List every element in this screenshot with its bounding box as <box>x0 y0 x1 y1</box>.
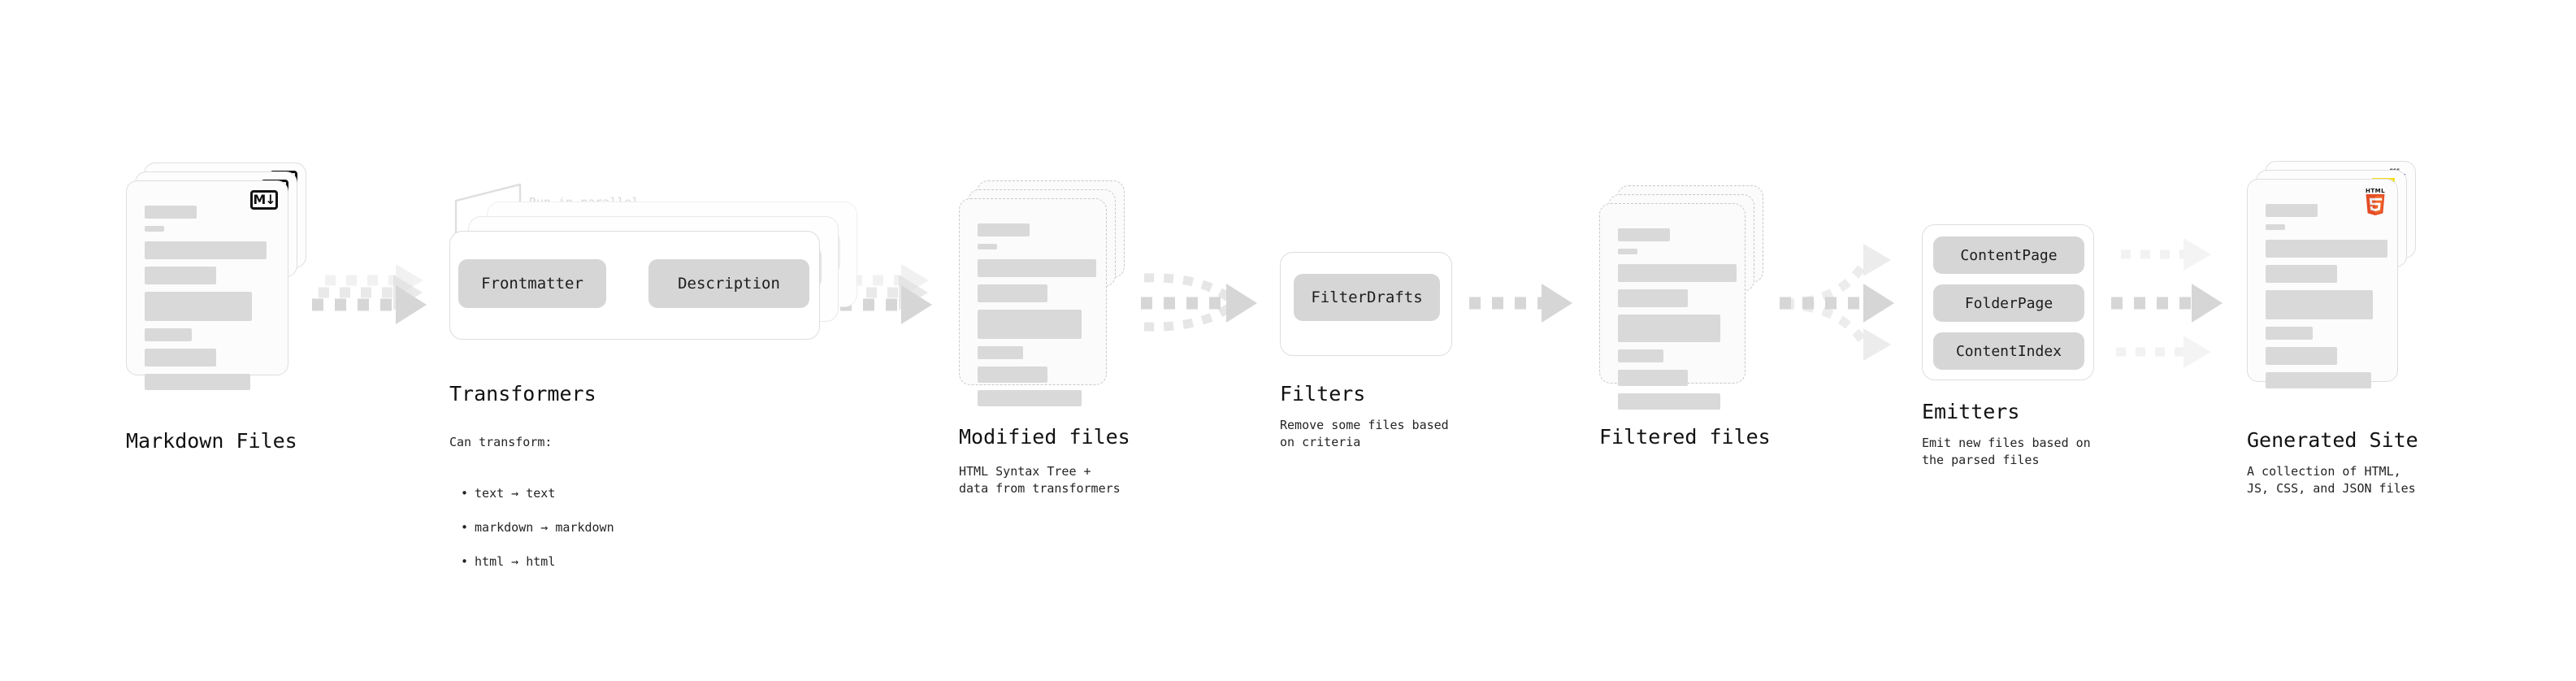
markdown-doc-lines <box>145 206 273 397</box>
filtered-files-title: Filtered files <box>1599 425 1771 449</box>
doc-line <box>2266 347 2337 365</box>
modified-doc-lines <box>978 223 1096 414</box>
pill-filterdrafts[interactable]: FilterDrafts <box>1294 274 1440 321</box>
generated-site-title: Generated Site <box>2247 428 2418 452</box>
doc-line <box>978 284 1047 302</box>
filters-group[interactable]: FilterDrafts <box>1280 252 1452 356</box>
transformers-bullet: html → html <box>461 553 614 570</box>
site-doc-lines <box>2266 204 2387 396</box>
arrow-filtered-to-emitters <box>1780 244 1894 361</box>
html5-icon: HTML <box>2363 188 2387 215</box>
doc-line <box>1618 314 1720 342</box>
markdown-files-title: Markdown Files <box>126 429 297 453</box>
doc-line <box>145 267 216 284</box>
doc-line <box>145 206 197 219</box>
doc-line <box>1618 370 1688 386</box>
pill-frontmatter[interactable]: Frontmatter <box>458 259 606 308</box>
arrow-emitters-to-site <box>2111 238 2223 368</box>
doc-line <box>1618 289 1688 307</box>
pill-description[interactable]: Description <box>648 259 809 308</box>
doc-line <box>145 349 216 367</box>
modified-card-front[interactable] <box>959 198 1107 406</box>
transformers-bullet: text → text <box>461 485 614 502</box>
transformers-subtitle-intro: Can transform: <box>449 435 553 449</box>
doc-line <box>978 223 1030 236</box>
transformer-card-front[interactable]: Frontmatter Description <box>449 231 820 340</box>
doc-line <box>2266 204 2318 217</box>
pill-contentpage[interactable]: ContentPage <box>1933 236 2084 274</box>
arrow-filters-to-filtered <box>1469 284 1572 323</box>
emitters-title: Emitters <box>1922 400 2020 423</box>
doc-line <box>978 259 1096 277</box>
doc-line <box>978 310 1082 339</box>
site-card-front[interactable]: HTML <box>2247 179 2398 388</box>
doc-line <box>1618 349 1663 362</box>
emitters-subtitle: Emit new files based on the parsed files <box>1922 436 2091 467</box>
doc-line <box>978 367 1047 383</box>
doc-line <box>2266 240 2387 258</box>
filters-title: Filters <box>1280 382 1366 406</box>
doc-line <box>145 328 192 341</box>
pill-contentindex[interactable]: ContentIndex <box>1933 332 2084 370</box>
transformers-subtitle: Can transform: text → text markdown → ma… <box>449 417 614 605</box>
transformers-title: Transformers <box>449 382 596 406</box>
transformers-bullet: markdown → markdown <box>461 519 614 536</box>
doc-line <box>1618 249 1637 254</box>
doc-line <box>1618 264 1737 282</box>
filtered-doc-lines <box>1618 228 1737 417</box>
doc-line <box>2266 290 2373 319</box>
arrow-modified-to-filters <box>1141 273 1257 332</box>
doc-line <box>2266 372 2371 388</box>
modified-files-subtitle: HTML Syntax Tree + data from transformer… <box>959 464 1121 496</box>
modified-files-title: Modified files <box>959 425 1130 449</box>
filtered-card-front[interactable] <box>1599 203 1746 410</box>
doc-line <box>978 244 997 249</box>
doc-line <box>145 226 164 232</box>
doc-line <box>145 292 252 321</box>
doc-line <box>1618 228 1670 241</box>
doc-line <box>2266 224 2285 230</box>
doc-line <box>145 241 267 259</box>
emitters-group[interactable]: ContentPage FolderPage ContentIndex <box>1922 224 2094 380</box>
filters-subtitle: Remove some files based on criteria <box>1280 418 1449 449</box>
doc-line <box>2266 327 2313 340</box>
doc-line <box>2266 265 2337 283</box>
transformers-bullet-list: text → text markdown → markdown html → h… <box>449 468 614 588</box>
doc-line <box>978 390 1082 406</box>
arrow-markdown-to-transformers <box>312 264 427 324</box>
doc-line <box>1618 393 1720 410</box>
html5-wordmark: HTML <box>2365 188 2386 194</box>
doc-line <box>978 346 1023 359</box>
pill-folderpage[interactable]: FolderPage <box>1933 284 2084 322</box>
doc-line <box>145 374 250 390</box>
generated-site-subtitle: A collection of HTML, JS, CSS, and JSON … <box>2247 464 2416 496</box>
markdown-card-front[interactable]: M↓ <box>126 180 288 390</box>
markdown-badge: M↓ <box>250 190 278 210</box>
